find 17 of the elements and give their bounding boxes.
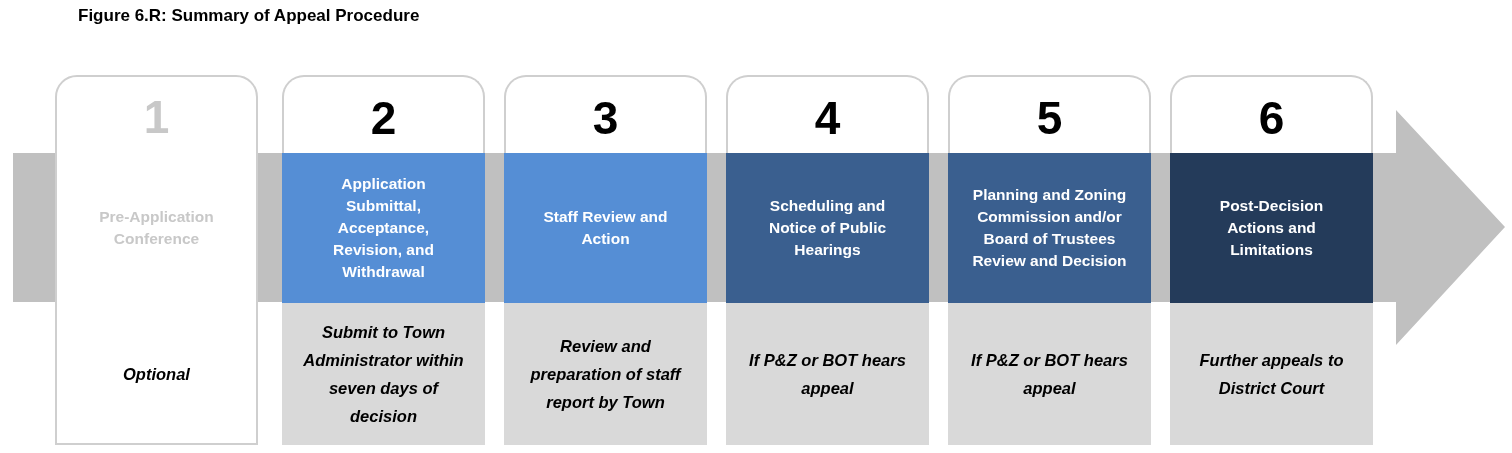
step-title: Post-Decision Actions and Limitations <box>1170 153 1373 303</box>
figure-title: Figure 6.R: Summary of Appeal Procedure <box>78 6 420 26</box>
step-title: Application Submittal, Acceptance, Revision, and Withdrawal <box>282 153 485 303</box>
step-number: 6 <box>1170 75 1373 153</box>
step-title: Staff Review and Action <box>504 153 707 303</box>
step-number: 3 <box>504 75 707 153</box>
step-number: 2 <box>282 75 485 153</box>
step-number: 4 <box>726 75 929 153</box>
step-title: Scheduling and Notice of Public Hearings <box>726 153 929 303</box>
step-note: If P&Z or BOT hears appeal <box>948 303 1151 445</box>
step-note: If P&Z or BOT hears appeal <box>726 303 929 445</box>
step-note: Submit to Town Administrator within seven days of decision <box>282 303 485 445</box>
step-note: Review and preparation of staff report by Town <box>504 303 707 445</box>
step-note: Further appeals to District Court <box>1170 303 1373 445</box>
step-title: Planning and Zoning Commission and/or Board of Trustees Review and Decision <box>948 153 1151 303</box>
step-number: 5 <box>948 75 1151 153</box>
step-note: Optional <box>122 364 191 385</box>
